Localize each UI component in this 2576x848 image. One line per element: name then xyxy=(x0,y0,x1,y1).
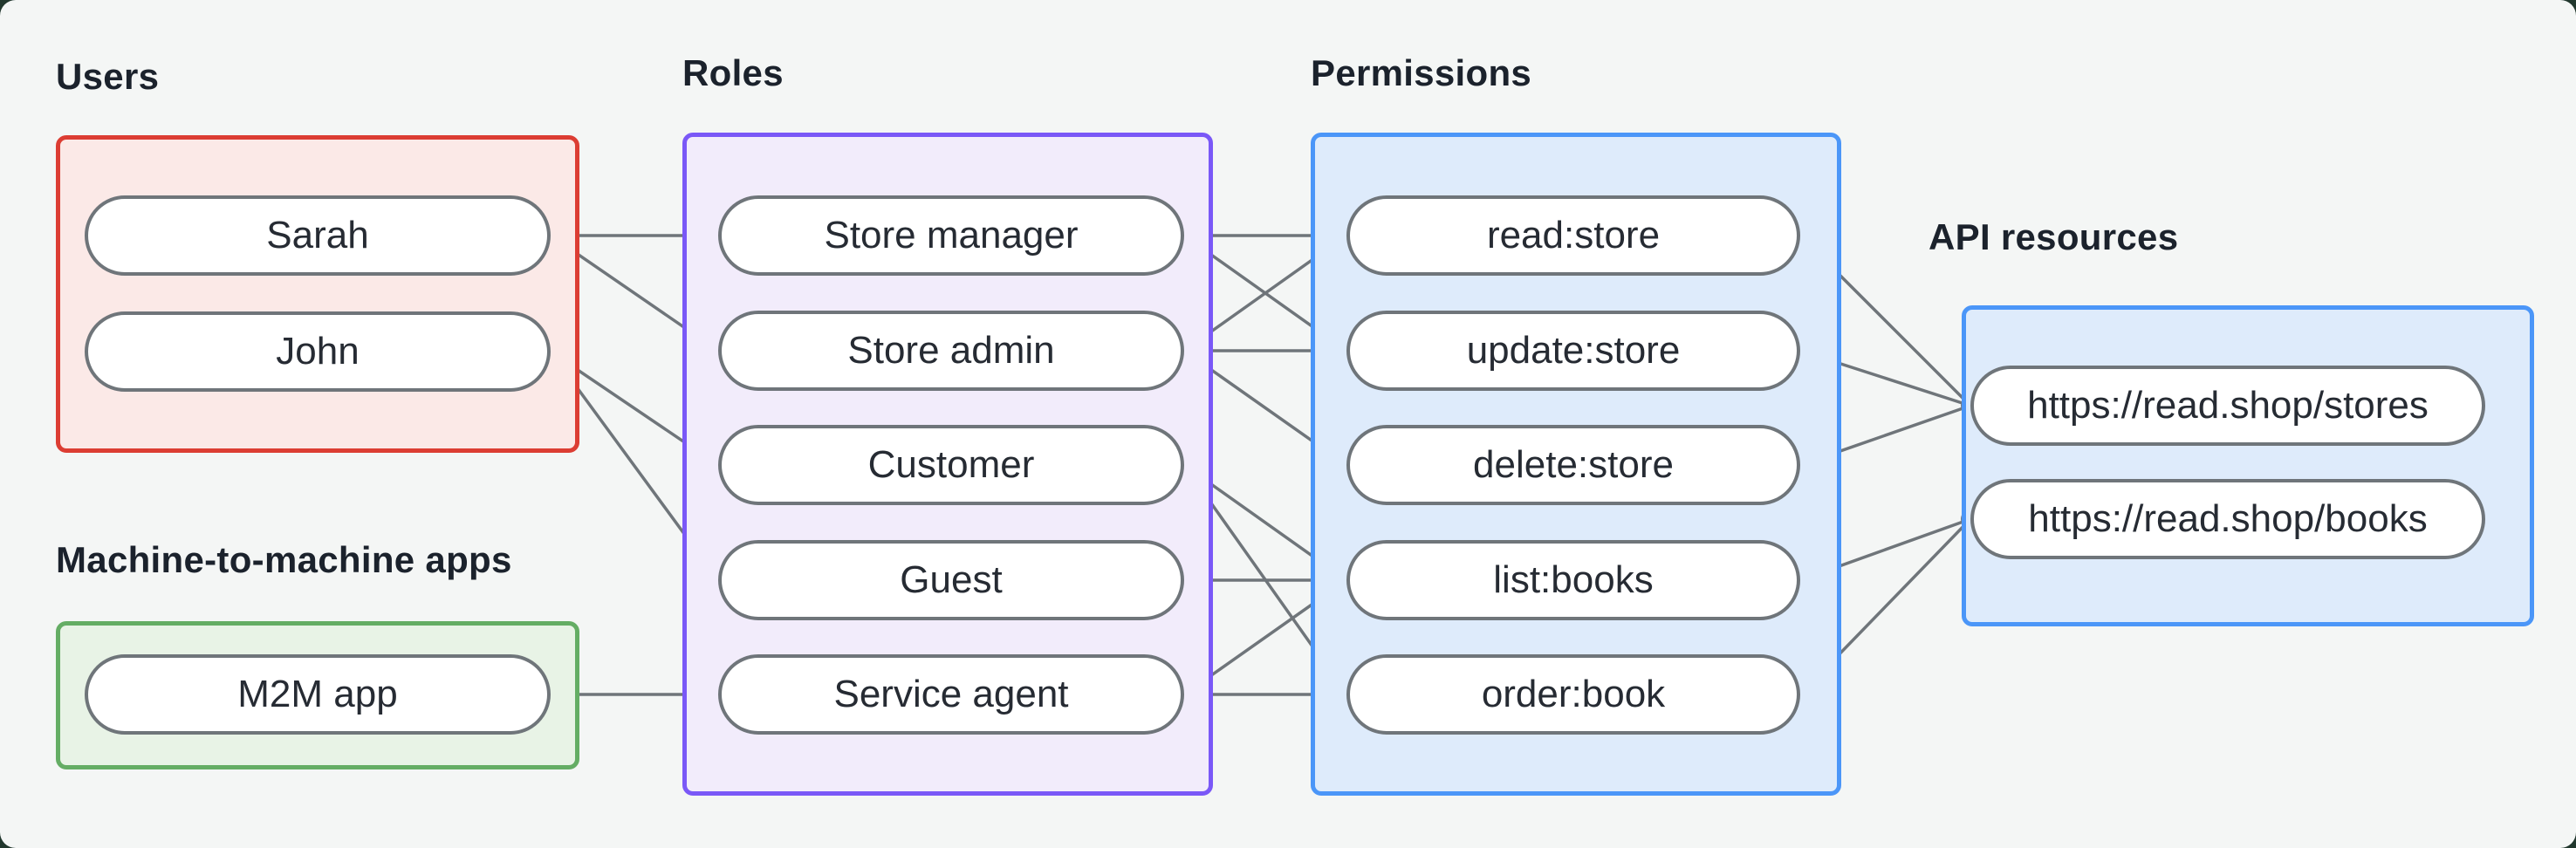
node-label: Store admin xyxy=(847,329,1055,372)
node-store-manager: Store manager xyxy=(718,195,1184,276)
node-label: John xyxy=(276,330,360,373)
node-list-books: list:books xyxy=(1346,540,1800,620)
node-delete-store: delete:store xyxy=(1346,425,1800,505)
node-label: Store manager xyxy=(824,214,1079,256)
node-service-agent: Service agent xyxy=(718,654,1184,735)
node-m2m-app: M2M app xyxy=(85,654,551,735)
node-books: https://read.shop/books xyxy=(1970,479,2485,559)
node-store-admin: Store admin xyxy=(718,311,1184,391)
node-label: Guest xyxy=(900,558,1003,601)
node-label: M2M app xyxy=(237,673,398,715)
roles-group-title: Roles xyxy=(682,52,784,93)
node-update-store: update:store xyxy=(1346,311,1800,391)
node-label: Sarah xyxy=(266,214,369,256)
node-label: delete:store xyxy=(1473,443,1674,486)
api-group-box xyxy=(1962,305,2534,626)
node-label: https://read.shop/books xyxy=(2028,497,2428,540)
node-label: order:book xyxy=(1481,673,1666,715)
node-label: Customer xyxy=(867,443,1035,486)
node-label: https://read.shop/stores xyxy=(2027,384,2429,427)
permissions-group-title: Permissions xyxy=(1311,52,1532,93)
node-read-store: read:store xyxy=(1346,195,1800,276)
node-label: read:store xyxy=(1486,214,1661,256)
node-john: John xyxy=(85,311,551,392)
node-order-book: order:book xyxy=(1346,654,1800,735)
users-group-box xyxy=(56,135,579,453)
node-guest: Guest xyxy=(718,540,1184,620)
node-customer: Customer xyxy=(718,425,1184,505)
api-group-title: API resources xyxy=(1929,216,2179,257)
node-label: Service agent xyxy=(833,673,1069,715)
node-label: update:store xyxy=(1466,329,1681,372)
users-group-title: Users xyxy=(56,56,160,97)
node-sarah: Sarah xyxy=(85,195,551,276)
m2m-group-title: Machine-to-machine apps xyxy=(56,539,512,580)
node-label: list:books xyxy=(1493,558,1654,601)
node-stores: https://read.shop/stores xyxy=(1970,366,2485,446)
